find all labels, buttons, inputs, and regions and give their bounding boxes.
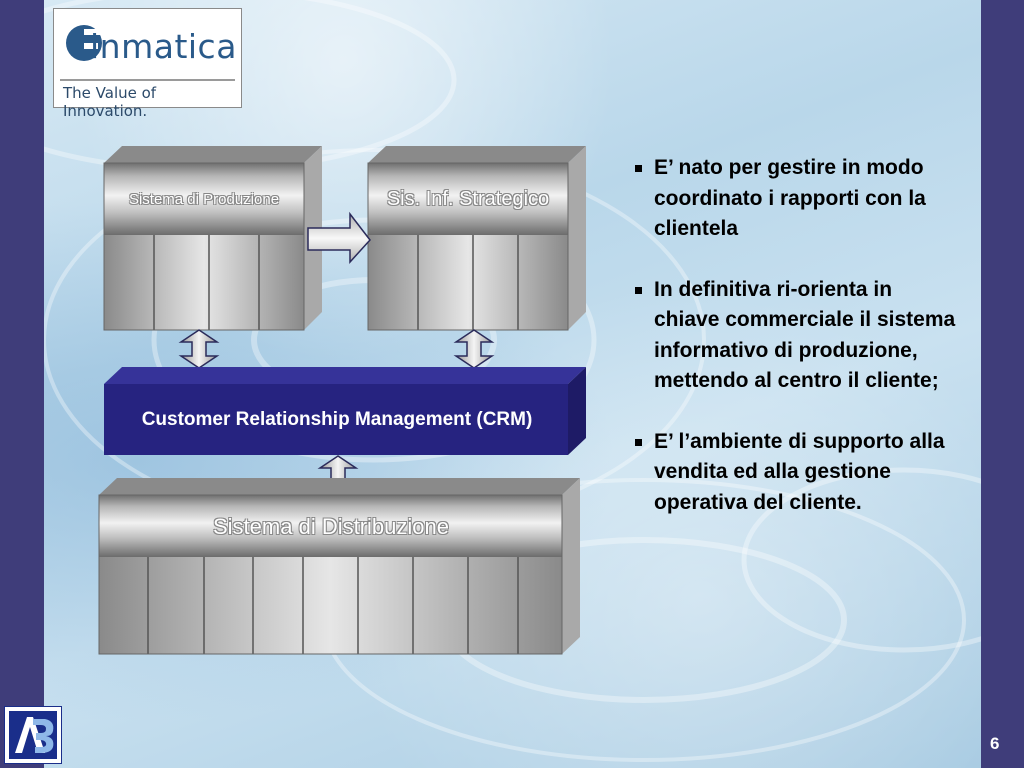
right-sidebar-band <box>981 0 1024 768</box>
double-arrow-icon <box>453 329 495 369</box>
bullet-text: E’ l’ambiente di supporto alla vendita e… <box>654 429 945 514</box>
footer-logo <box>4 706 62 764</box>
box-crm <box>104 367 586 455</box>
ab-logo-icon <box>9 711 57 759</box>
left-sidebar-band <box>0 0 44 768</box>
square-bullet-icon <box>635 165 642 172</box>
finmatica-logo-mark-icon <box>66 25 102 61</box>
finmatica-logo: inmatica The Value of Innovation. <box>53 8 242 120</box>
box-sis-inf-strategico <box>367 146 586 331</box>
bullet-item: In definitiva ri-orienta in chiave comme… <box>632 275 962 397</box>
box-sistema-produzione <box>103 146 322 331</box>
double-arrow-icon <box>178 329 220 369</box>
right-arrow-icon <box>307 211 371 264</box>
box-sistema-distribuzione <box>98 478 580 655</box>
label-crm: Customer Relationship Management (CRM) <box>141 409 533 430</box>
finmatica-logo-name: inmatica <box>90 27 237 66</box>
page-number: 6 <box>990 734 1000 753</box>
bullet-item: E’ l’ambiente di supporto alla vendita e… <box>632 427 962 519</box>
logo-divider <box>60 79 235 81</box>
label-sis-inf-strategico: Sis. Inf. Strategico <box>386 188 550 210</box>
logo-tagline: The Value of Innovation. <box>63 84 157 120</box>
bullet-item: E’ nato per gestire in modo coordinato i… <box>632 153 962 245</box>
square-bullet-icon <box>635 438 642 446</box>
bullet-list: E’ nato per gestire in modo coordinato i… <box>632 153 962 548</box>
bullet-text: In definitiva ri-orienta in chiave comme… <box>654 277 956 393</box>
label-sistema-produzione: Sistema di Produzione <box>128 191 280 208</box>
square-bullet-icon <box>635 286 642 294</box>
bullet-text: E’ nato per gestire in modo coordinato i… <box>654 156 926 240</box>
label-sistema-distribuzione: Sistema di Distribuzione <box>213 514 449 539</box>
